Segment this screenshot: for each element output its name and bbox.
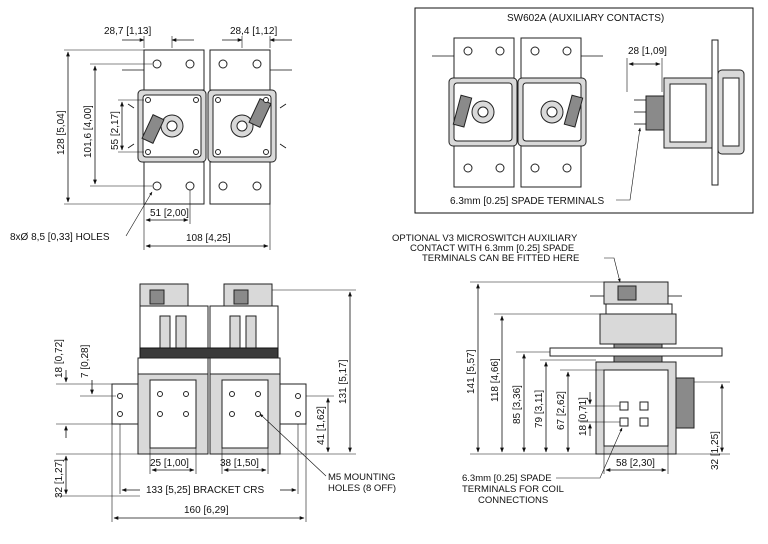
side-upper-body	[599, 313, 677, 345]
dim-top-h-total: 128 [5,04]	[56, 110, 67, 155]
aux-frame	[414, 7, 754, 214]
aux-contacts-view: SW602A (AUXILIARY CONTACTS)	[414, 7, 754, 214]
dim-front-h-32: 32 [1,27]	[54, 459, 65, 498]
front-view: 131 [5,17] 41 [1,62] 18 [0,72] 7 [0,28] …	[54, 283, 396, 522]
dim-front-h-41: 41 [1,62]	[316, 406, 327, 445]
side-flange	[549, 347, 723, 357]
aux-spade-note: 6.3mm [0.25] SPADE TERMINALS	[450, 196, 604, 207]
dim-side-h-141: 141 [5,57]	[466, 349, 477, 394]
dim-aux-28: 28 [1,09]	[628, 46, 667, 57]
side-bracket	[675, 377, 695, 429]
dim-side-h-18: 18 [0,71]	[578, 397, 589, 436]
dim-side-h-85: 85 [3,36]	[512, 385, 523, 424]
mounting-hole	[152, 59, 262, 191]
mount-note-line-1: M5 MOUNTING	[328, 472, 396, 483]
dim-front-h-131: 131 [5,17]	[338, 359, 349, 404]
dim-top-w-108: 108 [4,25]	[186, 233, 231, 244]
dim-front-w-38: 38 [1,50]	[220, 458, 259, 469]
aux-title: SW602A (AUXILIARY CONTACTS)	[507, 13, 664, 24]
aux-switch-block	[645, 95, 665, 131]
dim-side-h-118: 118 [4,66]	[490, 358, 501, 402]
dim-front-w-25: 25 [1,00]	[150, 458, 189, 469]
dim-side-h-79: 79 [3,11]	[534, 390, 545, 428]
left-bottom-terminal-plate	[143, 161, 205, 205]
v3-note-line-1: OPTIONAL V3 MICROSWITCH AUXILIARY	[392, 233, 578, 244]
spade-coil-note-line-1: 6.3mm [0.25] SPADE	[462, 473, 552, 484]
top-view: 28,7 [1,13] 28,4 [1,12] 128 [5,04] 101,6…	[10, 26, 292, 250]
spade-coil-note-line-3: CONNECTIONS	[478, 495, 548, 506]
right-bottom-terminal-plate	[209, 161, 271, 205]
v3-note-line-2: CONTACT WITH 6.3mm [0.25] SPADE	[410, 243, 574, 254]
v3-note-line-3: TERMINALS CAN BE FITTED HERE	[422, 253, 579, 264]
left-top-terminal-plate	[143, 49, 205, 91]
dim-front-w-133: 133 [5,25] BRACKET CRS	[146, 485, 265, 496]
right-top-terminal-plate	[209, 49, 271, 91]
aux-side-flange	[711, 39, 719, 186]
dim-side-h-32: 32 [1,25]	[710, 431, 721, 470]
dim-front-h-7: 7 [0,28]	[80, 344, 91, 378]
left-microswitch	[141, 114, 165, 144]
spade-coil-note-line-2: TERMINALS FOR COIL	[462, 484, 564, 495]
front-right-bracket	[279, 383, 307, 425]
dim-front-h-18: 18 [0,72]	[54, 339, 65, 378]
dim-top-w-right: 28,4 [1,12]	[230, 26, 277, 37]
dim-front-w-160: 160 [6,29]	[184, 505, 229, 516]
dim-top-w-left: 28,7 [1,13]	[104, 26, 151, 37]
holes-note: 8xØ 8,5 [0,33] HOLES	[10, 232, 110, 243]
dim-top-h-holes: 101,6 [4,00]	[83, 105, 94, 158]
dim-top-w-51: 51 [2,00]	[150, 208, 189, 219]
dim-top-h-body: 55 [2,17]	[110, 111, 121, 150]
dim-side-w-58: 58 [2,30]	[616, 458, 655, 469]
mount-hole	[157, 391, 261, 417]
mount-note-line-2: HOLES (8 OFF)	[328, 483, 396, 494]
dim-side-h-67: 67 [2,62]	[556, 391, 567, 430]
front-left-bracket	[111, 383, 139, 425]
side-view: OPTIONAL V3 MICROSWITCH AUXILIARY CONTAC…	[392, 233, 730, 506]
front-mid-band	[139, 347, 279, 359]
